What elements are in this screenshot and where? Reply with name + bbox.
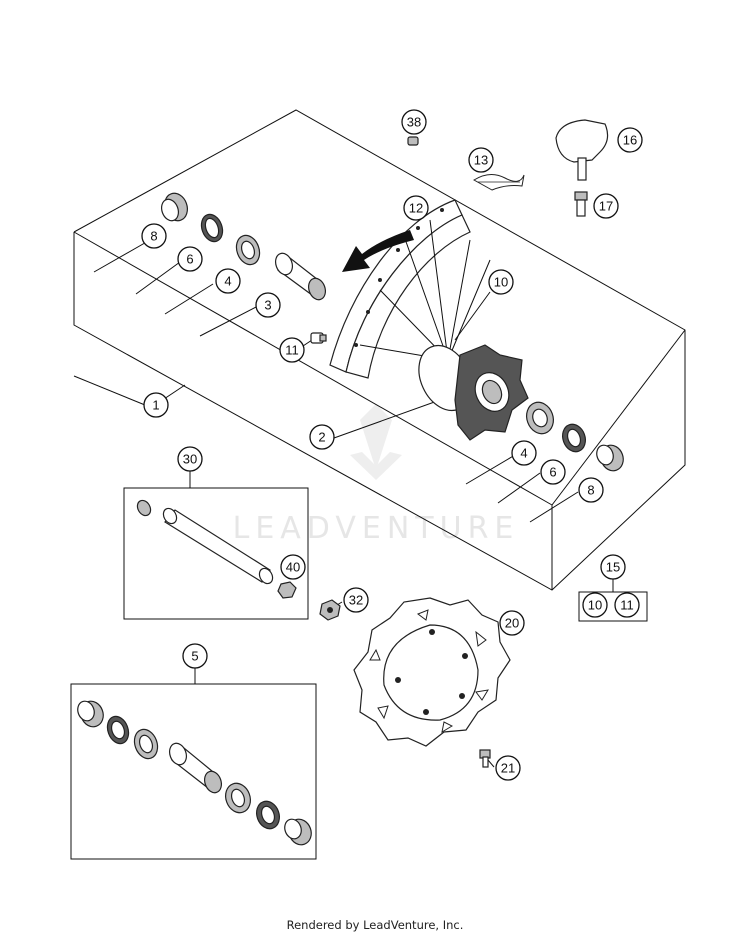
callout-label: 1 <box>152 398 159 413</box>
tire-lever <box>555 119 609 181</box>
callout-label: 13 <box>474 153 488 168</box>
callout-label: 40 <box>286 560 300 575</box>
bolt-17 <box>574 191 588 217</box>
watermark-text: LEADVENTURE <box>233 511 520 546</box>
callout-4[interactable]: 4 <box>215 268 241 294</box>
callout-label: 3 <box>264 298 271 313</box>
axle-box <box>123 487 309 620</box>
watermark: LEADVENTURE <box>233 404 520 546</box>
kit-15-box <box>578 591 648 622</box>
callout-label: 12 <box>409 201 423 216</box>
callout-label: 4 <box>520 446 527 461</box>
callout-8[interactable]: 8 <box>578 477 604 503</box>
callout-label: 17 <box>599 199 613 214</box>
callout-label: 6 <box>549 465 556 480</box>
callout-15[interactable]: 15 <box>600 554 626 580</box>
dust-seal-right <box>596 444 624 472</box>
footer-credit: Rendered by LeadVenture, Inc. <box>287 918 464 932</box>
callout-label: 10 <box>494 275 508 290</box>
seal-ring-right <box>562 423 586 453</box>
callout-label: 10 <box>588 598 602 613</box>
callout-4[interactable]: 4 <box>511 440 537 466</box>
callout-label: 32 <box>349 593 363 608</box>
callout-label: 11 <box>285 343 299 358</box>
callout-13[interactable]: 13 <box>468 147 494 173</box>
rotation-arrow-icon <box>342 230 414 272</box>
valve-stem <box>310 332 327 344</box>
callout-label: 6 <box>186 252 193 267</box>
bearing-kit-box <box>70 683 317 860</box>
bearing-kit-parts <box>77 700 312 846</box>
callout-15-11[interactable]: 11 <box>614 592 640 618</box>
leader-lines <box>73 239 614 768</box>
callout-1[interactable]: 1 <box>143 392 169 418</box>
wheel-hub <box>418 344 529 441</box>
dust-seal-left <box>160 192 188 222</box>
callout-6[interactable]: 6 <box>540 459 566 485</box>
rim-tape <box>473 174 525 191</box>
callout-label: 38 <box>407 115 421 130</box>
disc-bolt <box>479 749 491 768</box>
callout-label: 30 <box>183 452 197 467</box>
callout-20[interactable]: 20 <box>499 610 525 636</box>
wheel-assembly-outline <box>73 109 686 591</box>
callout-label: 5 <box>191 649 198 664</box>
callout-32[interactable]: 32 <box>343 587 369 613</box>
callout-6[interactable]: 6 <box>177 246 203 272</box>
callout-12[interactable]: 12 <box>403 195 429 221</box>
axle <box>136 499 274 585</box>
cap-38 <box>407 136 419 146</box>
rim <box>329 199 471 379</box>
brake-disc <box>353 597 511 747</box>
callout-2[interactable]: 2 <box>309 424 335 450</box>
callout-16[interactable]: 16 <box>617 127 643 153</box>
bearing-left <box>235 234 261 266</box>
callout-40[interactable]: 40 <box>280 554 306 580</box>
callout-label: 2 <box>318 430 325 445</box>
callout-label: 8 <box>150 229 157 244</box>
callout-17[interactable]: 17 <box>593 193 619 219</box>
callout-21[interactable]: 21 <box>495 755 521 781</box>
spacer-sleeve <box>274 252 327 301</box>
callout-label: 11 <box>620 598 634 613</box>
callout-label: 20 <box>505 616 519 631</box>
callout-label: 15 <box>606 560 620 575</box>
callout-3[interactable]: 3 <box>255 292 281 318</box>
spacer-32 <box>319 599 341 621</box>
callout-38[interactable]: 38 <box>401 109 427 135</box>
bearing-right <box>526 401 554 435</box>
callout-label: 4 <box>224 274 231 289</box>
callout-8[interactable]: 8 <box>141 223 167 249</box>
callout-label: 16 <box>623 133 637 148</box>
seal-ring-left <box>200 213 224 243</box>
callout-label: 8 <box>587 483 594 498</box>
callout-10[interactable]: 10 <box>488 269 514 295</box>
callout-5[interactable]: 5 <box>182 643 208 669</box>
callout-15-10[interactable]: 10 <box>582 592 608 618</box>
callout-label: 21 <box>501 761 515 776</box>
callout-30[interactable]: 30 <box>177 446 203 472</box>
callout-11[interactable]: 11 <box>279 337 305 363</box>
axle-nut <box>277 581 297 599</box>
